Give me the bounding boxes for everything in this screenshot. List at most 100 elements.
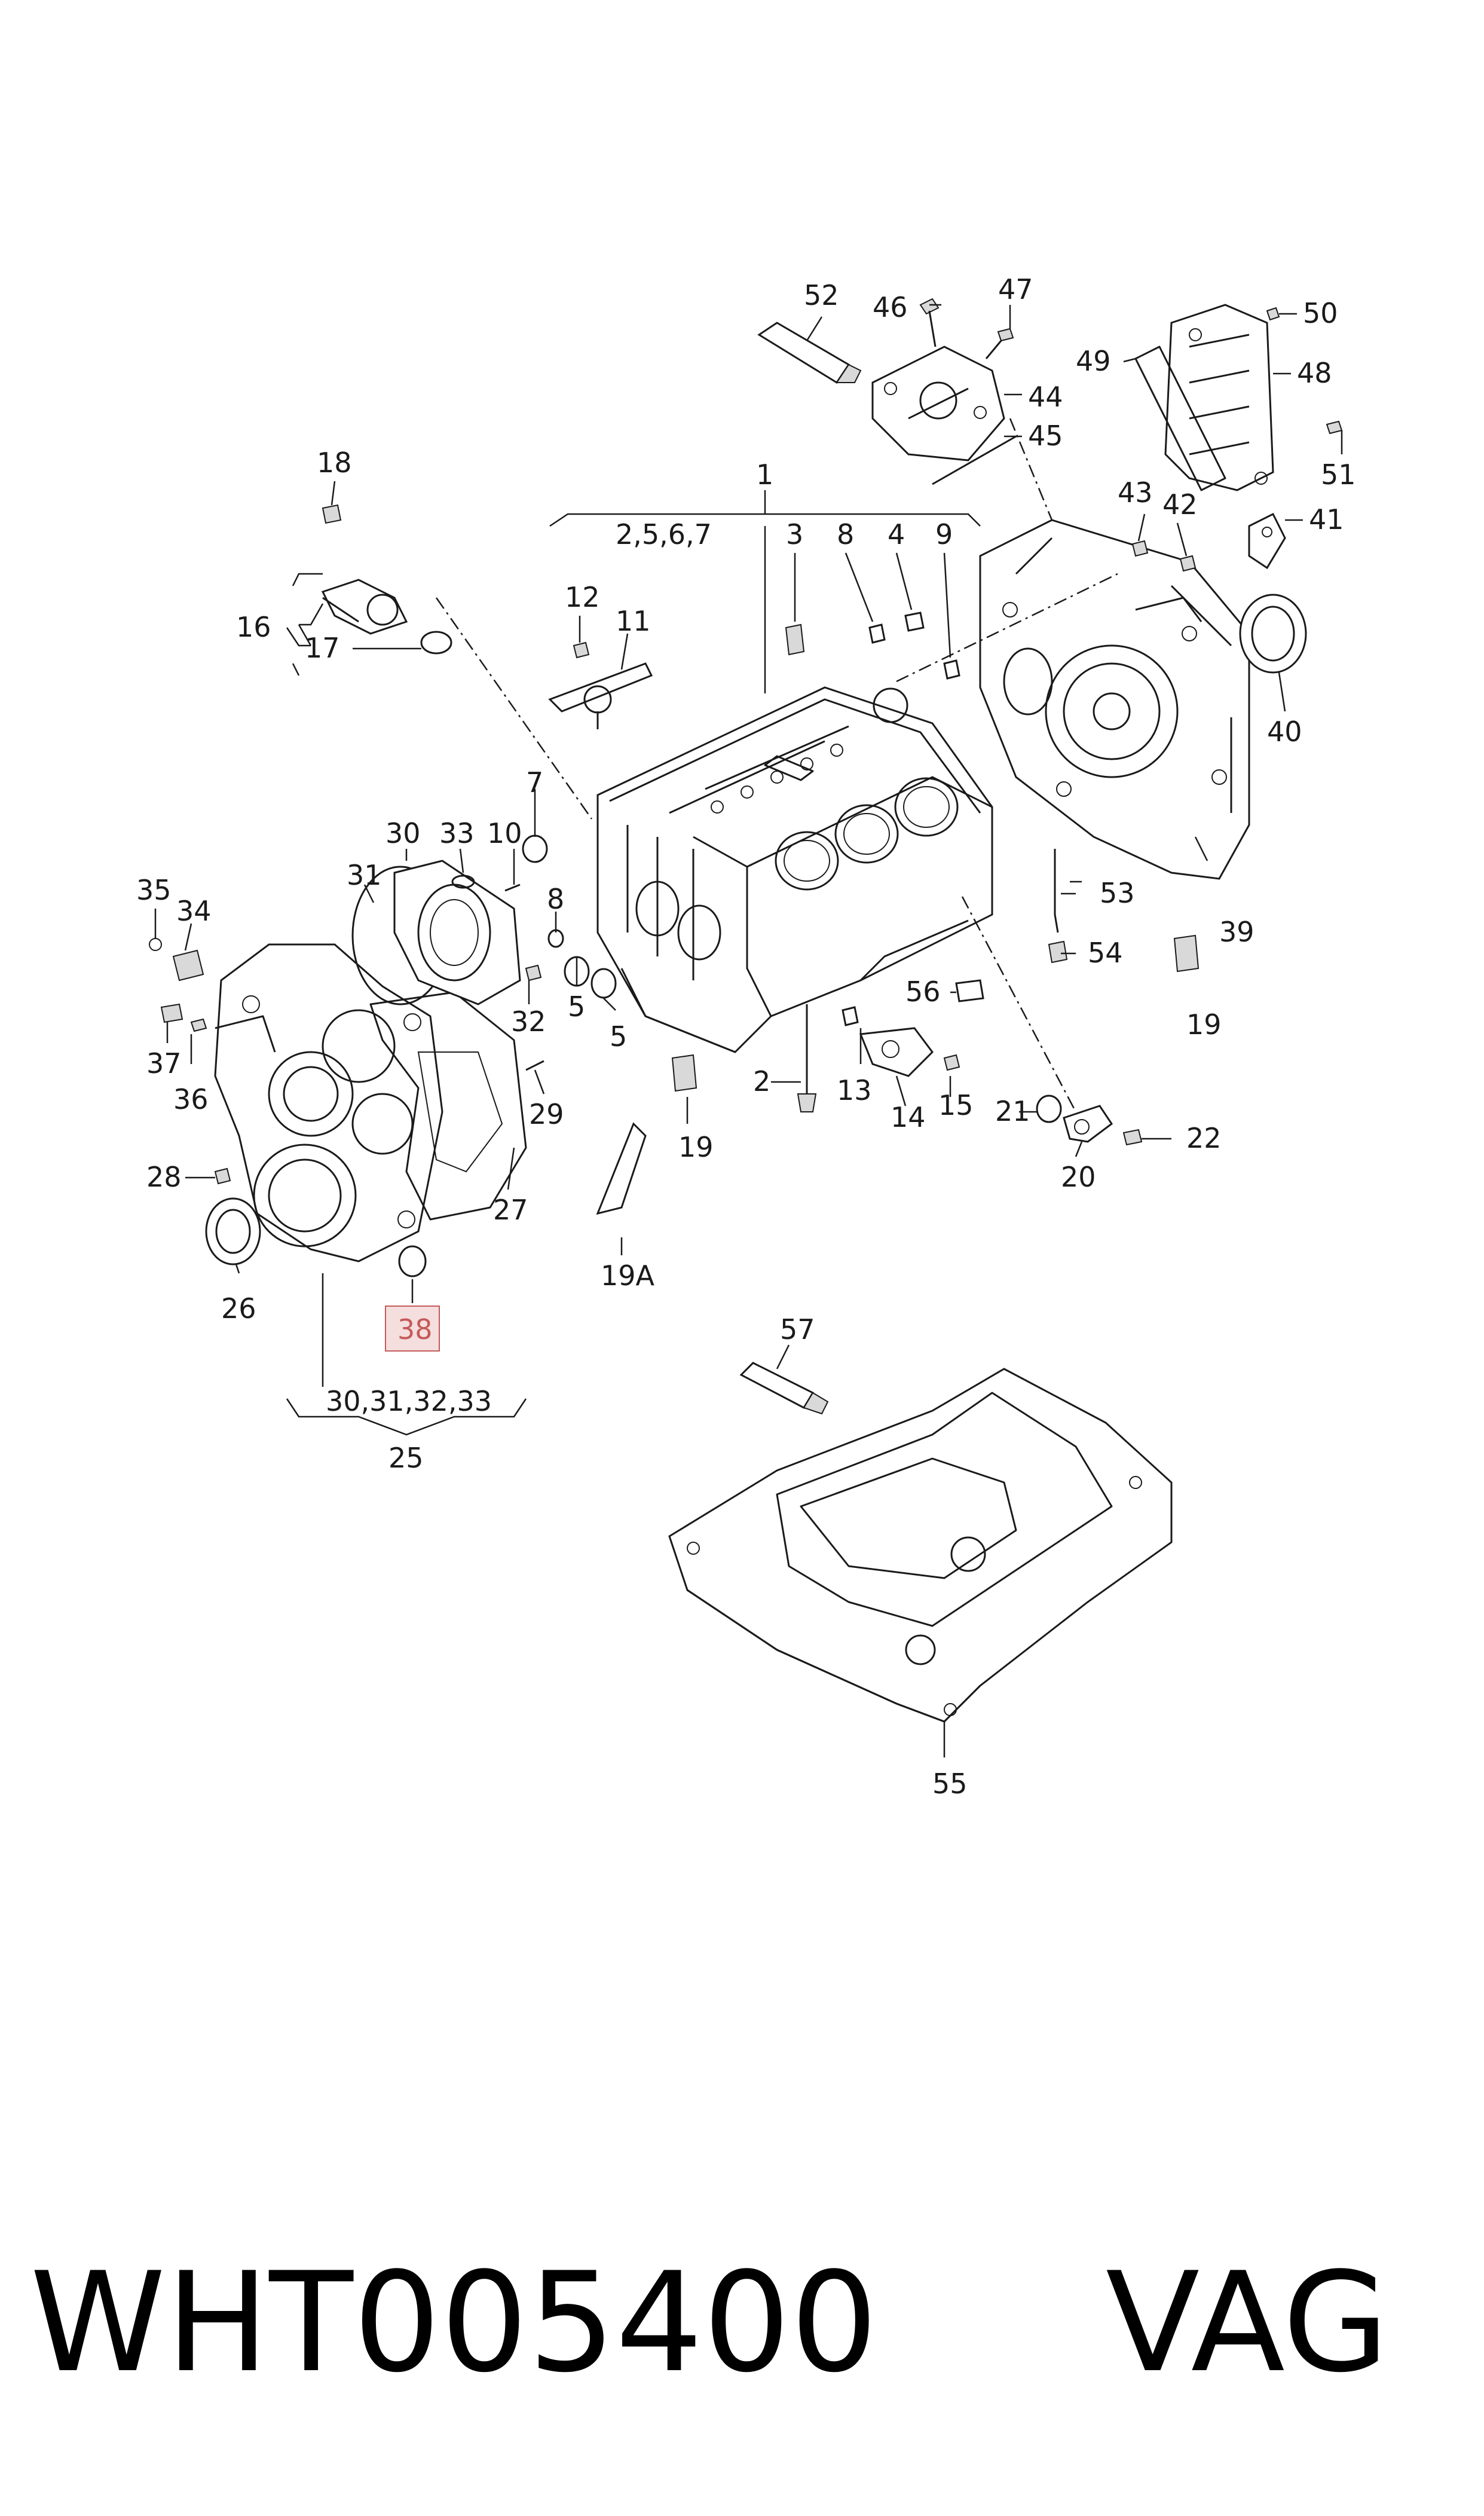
- callout-27: 27: [493, 1194, 528, 1226]
- callout-20: 20: [1061, 1161, 1096, 1193]
- callout-14: 14: [891, 1101, 926, 1133]
- gasket-27-inner: [417, 1051, 503, 1173]
- highlight-box-38: [385, 1306, 440, 1352]
- callout-8b: 8: [547, 883, 564, 915]
- callout-42: 42: [1162, 488, 1198, 521]
- sensor-14: [859, 1027, 934, 1077]
- o-ring-21: [1036, 1095, 1062, 1123]
- tube-53: [1054, 849, 1059, 933]
- callout-28: 28: [146, 1161, 182, 1193]
- dowel-9: [943, 659, 960, 680]
- bolt-32: [525, 964, 542, 982]
- callout-9: 9: [935, 518, 953, 551]
- callout-32: 32: [511, 1005, 546, 1038]
- callout-5a: 5: [568, 990, 585, 1023]
- front-seal-26: [205, 1197, 261, 1265]
- sensor-34-35: [149, 938, 204, 982]
- callout-2567: 2,5,6,7: [616, 518, 712, 551]
- gasket-49: [1134, 346, 1226, 491]
- o-ring-17: [420, 631, 452, 655]
- callout-29: 29: [529, 1098, 564, 1130]
- leader-lines: [154, 304, 1343, 1757]
- callout-15: 15: [938, 1089, 974, 1121]
- callout-55: 55: [932, 1768, 968, 1800]
- callout-19b: 19: [1186, 1008, 1222, 1041]
- callout-41: 41: [1309, 503, 1344, 536]
- callout-51: 51: [1321, 458, 1356, 491]
- callout-35: 35: [136, 874, 172, 906]
- callout-17: 17: [305, 632, 340, 664]
- callout-47: 47: [998, 273, 1033, 305]
- bolt-12: [573, 641, 590, 659]
- ring-5b: [590, 968, 617, 999]
- screws-42-43: [1131, 540, 1197, 572]
- bracket-44: [871, 346, 1005, 461]
- callout-36: 36: [173, 1083, 209, 1115]
- callout-44: 44: [1028, 381, 1063, 413]
- engine-block: [596, 686, 993, 1053]
- callout-30: 30: [385, 817, 421, 849]
- bolt-50: [1266, 307, 1280, 321]
- dowel-4: [904, 612, 925, 632]
- callout-57: 57: [780, 1313, 815, 1346]
- callout-5b: 5: [610, 1020, 627, 1053]
- callout-31: 31: [347, 859, 382, 891]
- callout-40: 40: [1267, 716, 1302, 748]
- pin-29: [525, 1060, 544, 1071]
- sensor-bracket: [1248, 512, 1286, 570]
- gasket-27: [369, 991, 527, 1221]
- callout-2: 2: [753, 1065, 770, 1097]
- bolt-18: [322, 504, 342, 524]
- bolt-15: [943, 1054, 960, 1071]
- sealant-tube-57: [739, 1362, 829, 1415]
- callout-53: 53: [1100, 877, 1135, 909]
- o-ring-33: [451, 875, 475, 889]
- bolt-46: [919, 298, 940, 347]
- callout-11: 11: [616, 605, 651, 637]
- callout-46: 46: [873, 291, 908, 323]
- callout-19A: 19A: [601, 1259, 655, 1292]
- plug-13: [842, 1006, 859, 1026]
- plug-3: [785, 623, 805, 656]
- strip-45: [932, 435, 1017, 485]
- coolant-pipe-16: [321, 579, 408, 635]
- callout-54: 54: [1088, 937, 1123, 969]
- callout-13: 13: [837, 1074, 872, 1106]
- sealant-tube-52: [757, 322, 862, 384]
- rear-cover: [979, 519, 1250, 880]
- callout-18: 18: [317, 447, 352, 479]
- dowel-8: [868, 623, 886, 644]
- bolt-51: [1326, 420, 1343, 435]
- bracket-11: [548, 662, 653, 729]
- bolt-47: [985, 328, 1014, 359]
- part-number: WHT005400: [30, 2243, 878, 2403]
- callout-3031: 30,31,32,33: [326, 1385, 492, 1417]
- seal-38: [398, 1245, 427, 1277]
- callout-45: 45: [1028, 420, 1063, 452]
- callout-8a: 8: [837, 518, 854, 551]
- callout-16: 16: [236, 611, 271, 643]
- plug-56: [955, 979, 984, 1002]
- sealant-tube-19a: [596, 1122, 647, 1215]
- callout-43: 43: [1118, 476, 1153, 509]
- callout-26: 26: [221, 1292, 256, 1325]
- pin-10: [504, 883, 521, 892]
- callout-3: 3: [786, 518, 803, 551]
- bolt-28: [214, 1167, 231, 1185]
- callout-48: 48: [1297, 357, 1332, 389]
- ring-8: [547, 929, 564, 948]
- callout-7: 7: [526, 766, 543, 799]
- bolt-22: [1122, 1129, 1143, 1146]
- oil-pan: [668, 1368, 1173, 1723]
- timing-cover: [214, 943, 443, 1262]
- callout-1: 1: [756, 458, 773, 491]
- callout-49: 49: [1076, 345, 1111, 377]
- cover-48: [1164, 304, 1274, 491]
- rear-seal: [1239, 594, 1307, 674]
- sensor-36-37: [160, 1003, 207, 1032]
- callout-33: 33: [439, 817, 475, 849]
- callout-21: 21: [995, 1095, 1030, 1127]
- callout-22: 22: [1186, 1122, 1222, 1154]
